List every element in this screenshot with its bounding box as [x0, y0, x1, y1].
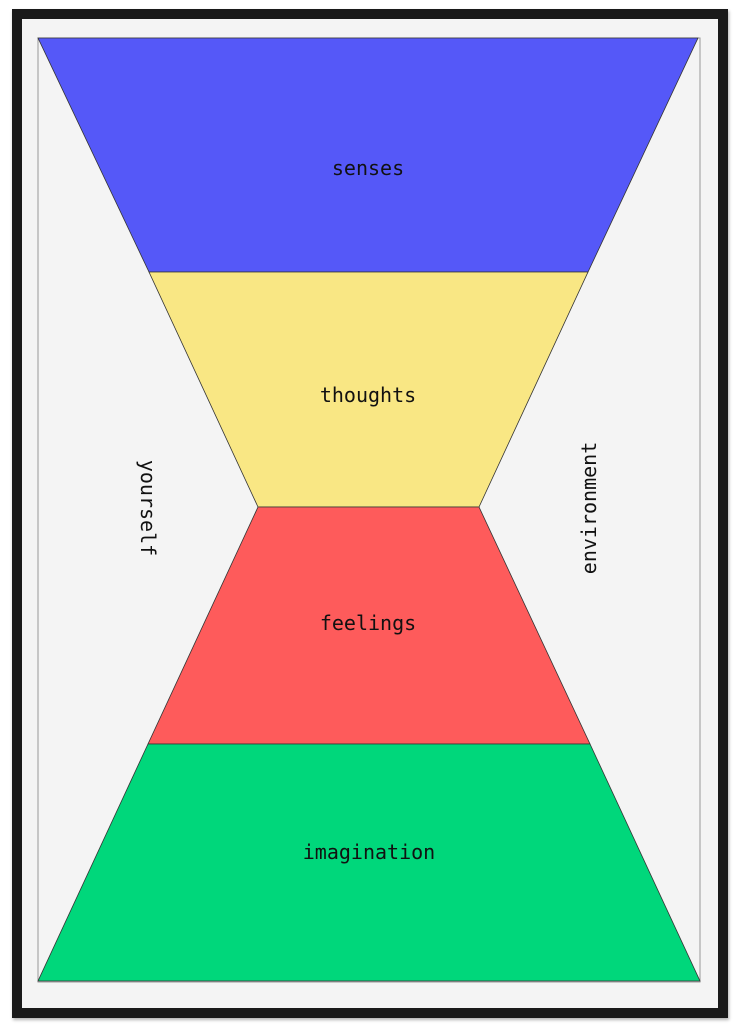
senses-label: senses — [332, 156, 404, 180]
feelings-label: feelings — [320, 611, 416, 635]
yourself-label: yourself — [136, 460, 160, 556]
imagination-band — [37, 743, 701, 982]
senses-band — [37, 37, 699, 273]
imagination-label: imagination — [303, 840, 435, 864]
thoughts-label: thoughts — [320, 383, 416, 407]
environment-label: environment — [577, 442, 601, 574]
